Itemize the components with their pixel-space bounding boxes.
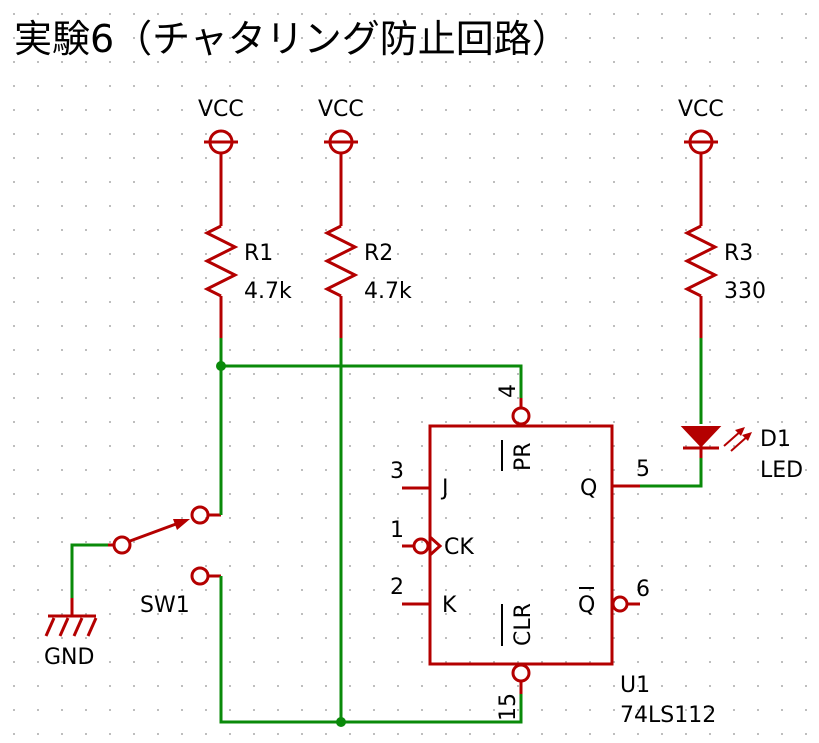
pin-pr-number: 4 (496, 384, 521, 398)
vcc-symbol-1: VCC (198, 97, 244, 155)
pin-q-number: 5 (636, 457, 650, 482)
sw1-ref: SW1 (140, 593, 190, 618)
pin-clr-number: 15 (496, 693, 521, 721)
r3-value: 330 (724, 279, 766, 304)
d1-value: LED (760, 458, 803, 483)
resistor-r1: R1 4.7k (203, 153, 292, 338)
pin-qbar-number: 6 (636, 577, 650, 602)
gnd-label: GND (44, 645, 94, 670)
r1-value: 4.7k (244, 279, 292, 304)
pin-ck-label: CK (444, 535, 474, 560)
pin-qbar-label: Q (578, 593, 595, 618)
junction-dot-bottom (336, 717, 346, 727)
switch-sw1: SW1 (108, 505, 221, 618)
pin-pr-label: PR (511, 442, 536, 471)
pin-ck-number: 1 (390, 518, 404, 543)
vcc-symbol-2: VCC (318, 97, 364, 155)
r2-value: 4.7k (364, 279, 412, 304)
r2-ref: R2 (364, 241, 393, 266)
gnd-symbol: GND (44, 598, 98, 670)
pin-k-number: 2 (390, 575, 404, 600)
pin-q-label: Q (580, 476, 597, 501)
d1-ref: D1 (760, 427, 791, 452)
vcc-symbol-3: VCC (678, 97, 724, 155)
pin-j-number: 3 (390, 459, 404, 484)
vcc-label-2: VCC (318, 97, 364, 122)
vcc-label-3: VCC (678, 97, 724, 122)
r1-ref: R1 (244, 241, 273, 266)
junction-dot-top (216, 361, 226, 371)
r3-ref: R3 (724, 241, 753, 266)
schematic-title: 実験6（チャタリング防止回路） (14, 17, 570, 61)
pin-j-label: J (440, 476, 449, 501)
u1-ref: U1 (620, 673, 650, 698)
led-d1: D1 LED (680, 338, 803, 483)
pin-k-label: K (442, 593, 457, 618)
resistor-r2: R2 4.7k (323, 153, 412, 338)
ic-u1: 3 J 1 CK 2 K Q 5 Q 6 PR 4 CLR 15 U1 (390, 384, 716, 728)
resistor-r3: R3 330 (683, 153, 766, 338)
pin-clr-label: CLR (511, 603, 536, 646)
u1-part: 74LS112 (620, 703, 716, 728)
vcc-label-1: VCC (198, 97, 244, 122)
